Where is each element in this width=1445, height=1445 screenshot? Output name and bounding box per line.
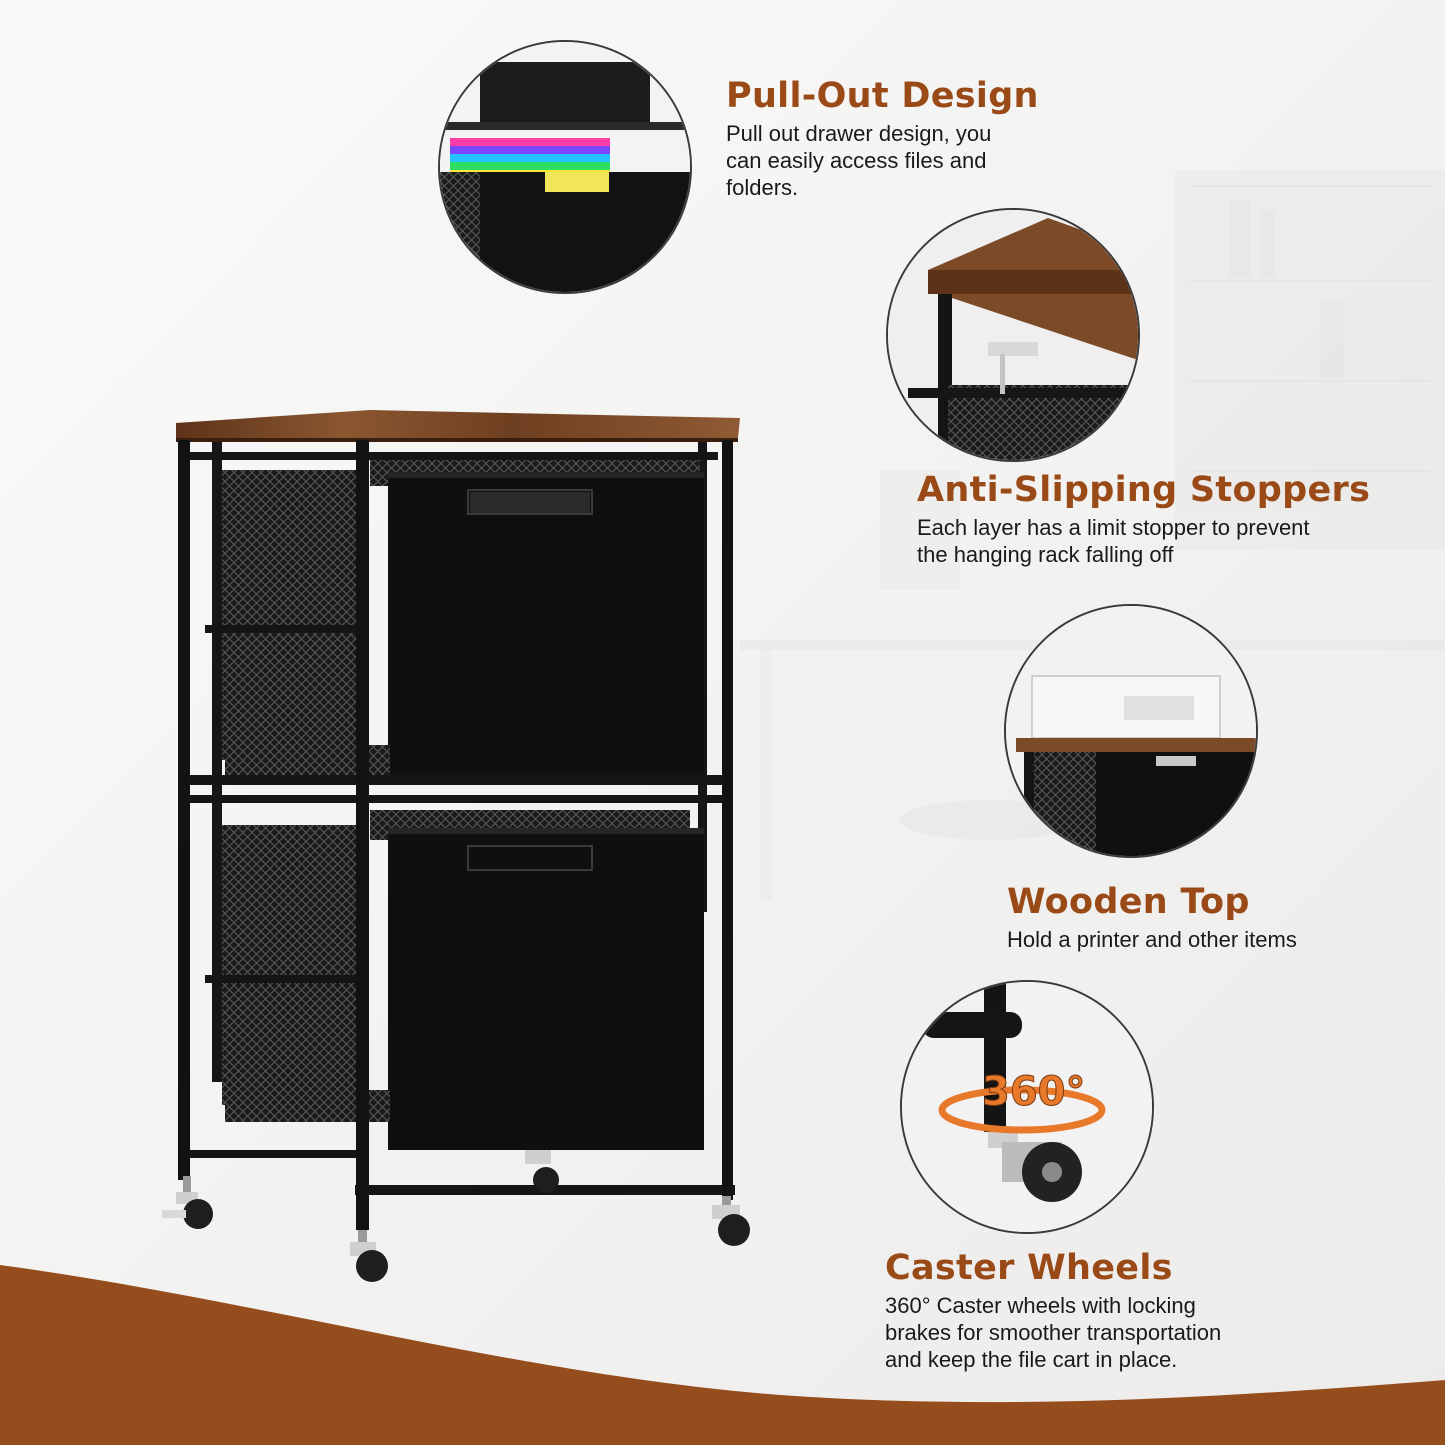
feature-description-line: Pull out drawer design, you xyxy=(726,121,992,146)
feature-description-line: Hold a printer and other items xyxy=(1007,927,1297,952)
feature-wooden-top: Wooden Top Hold a printer and other item… xyxy=(1007,882,1407,953)
printer-top-image xyxy=(1004,604,1258,858)
caster-front-mid xyxy=(350,1230,388,1282)
feature-description-line: can easily access files and xyxy=(726,148,987,173)
caster-back xyxy=(525,1150,559,1193)
rotation-arrow-icon xyxy=(938,1086,1106,1134)
feature-description: Hold a printer and other items xyxy=(1007,926,1407,953)
caster-front-left xyxy=(162,1176,213,1229)
feature-description-line: Each layer has a limit stopper to preven… xyxy=(917,515,1310,540)
feature-description: Pull out drawer design, you can easily a… xyxy=(726,120,1086,201)
faded-office-shelves xyxy=(740,170,1445,900)
file-cart-illustration xyxy=(162,410,750,1282)
feature-title: Wooden Top xyxy=(1007,882,1250,922)
feature-anti-slipping-stoppers: Anti-Slipping Stoppers Each layer has a … xyxy=(917,470,1387,568)
decorative-brown-wave xyxy=(0,1265,1445,1445)
feature-description-line: 360° Caster wheels with locking xyxy=(885,1293,1196,1318)
rotation-badge-360: 360° xyxy=(982,1069,1086,1116)
feature-description-line: brakes for smoother transportation xyxy=(885,1320,1222,1345)
feature-pull-out-design: Pull-Out Design Pull out drawer design, … xyxy=(726,76,1086,201)
stopper-closeup-image xyxy=(886,208,1140,462)
feature-title: Pull-Out Design xyxy=(726,76,1039,116)
feature-title: Anti-Slipping Stoppers xyxy=(917,470,1371,510)
feature-description: 360° Caster wheels with locking brakes f… xyxy=(885,1292,1305,1373)
feature-title: Caster Wheels xyxy=(885,1248,1173,1288)
feature-description-line: and keep the file cart in place. xyxy=(885,1347,1178,1372)
feature-caster-wheels: Caster Wheels 360° Caster wheels with lo… xyxy=(885,1248,1305,1373)
drawer-closeup-image xyxy=(438,40,692,294)
feature-description-line: the hanging rack falling off xyxy=(917,542,1174,567)
caster-wheel-image xyxy=(900,980,1154,1234)
feature-description: Each layer has a limit stopper to preven… xyxy=(917,514,1387,568)
caster-front-right xyxy=(712,1196,750,1246)
feature-description-line: folders. xyxy=(726,175,799,200)
